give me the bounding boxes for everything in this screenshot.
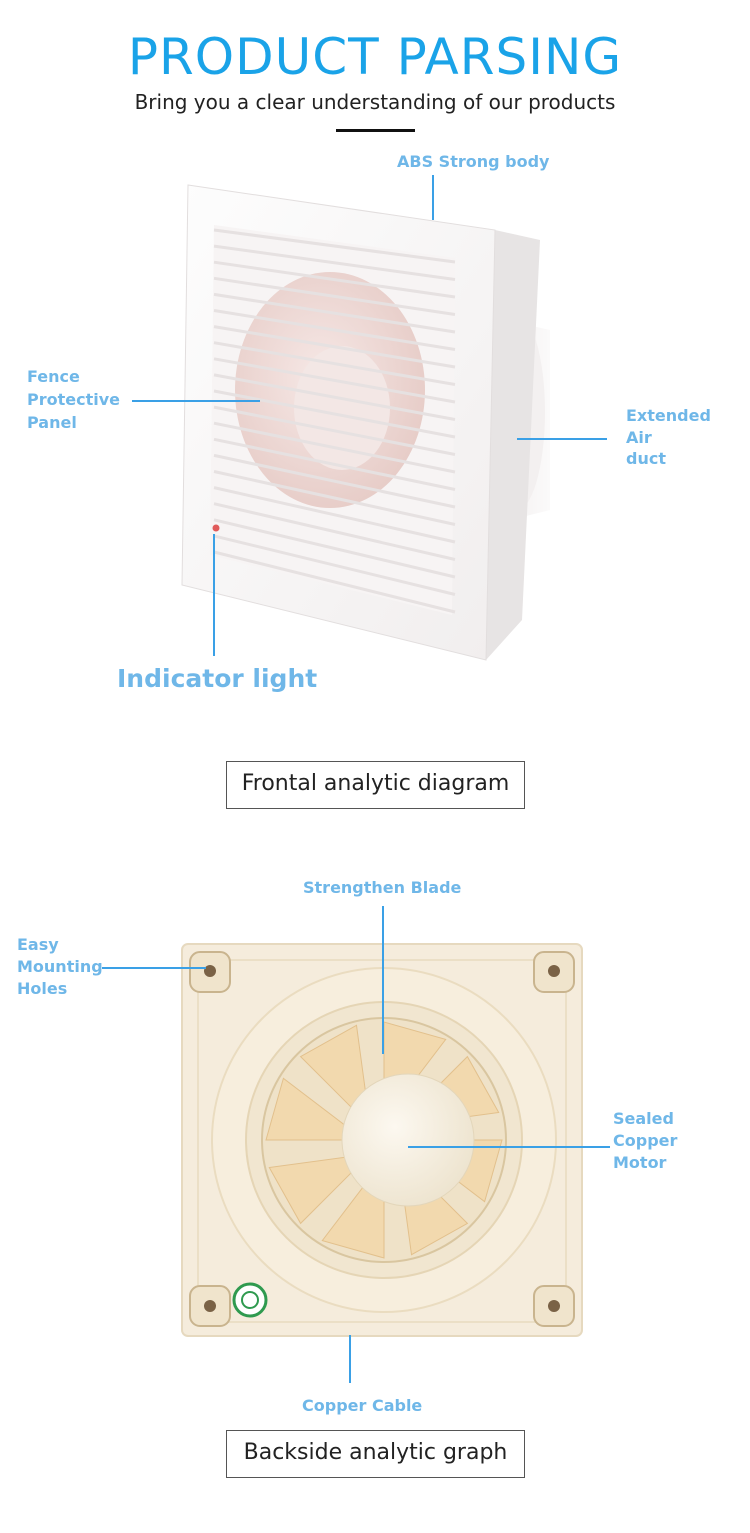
title-divider (336, 129, 415, 132)
leader-duct (517, 438, 607, 440)
leader-holes (102, 967, 206, 969)
label-motor-line2: Copper (613, 1131, 678, 1150)
caption-backside: Backside analytic graph (226, 1430, 525, 1478)
label-duct-line1: Extended (626, 406, 711, 425)
label-abs-body: ABS Strong body (397, 152, 550, 171)
page-subtitle: Bring you a clear understanding of our p… (134, 90, 616, 114)
label-indicator-light: Indicator light (117, 664, 318, 693)
label-fence-line1: Fence (27, 367, 80, 386)
label-copper-cable: Copper Cable (302, 1396, 423, 1415)
caption-frontal: Frontal analytic diagram (226, 761, 525, 809)
label-duct-line3: duct (626, 449, 666, 468)
label-holes-line1: Easy (17, 935, 59, 954)
front-fan-illustration (181, 184, 550, 661)
label-motor-line1: Sealed (613, 1109, 674, 1128)
label-holes-line2: Mounting (17, 957, 103, 976)
leader-motor (408, 1146, 610, 1148)
label-duct-line2: Air (626, 428, 652, 447)
label-motor-line3: Motor (613, 1153, 667, 1172)
leader-indicator (213, 534, 215, 656)
leader-abs-body (432, 175, 434, 220)
label-holes-line3: Holes (17, 979, 68, 998)
leader-cable (349, 1335, 351, 1383)
label-strengthen-blade: Strengthen Blade (303, 878, 462, 897)
leader-fence (132, 400, 260, 402)
leader-blade (382, 906, 384, 1054)
label-fence-line2: Protective (27, 390, 121, 409)
label-fence-line3: Panel (27, 413, 77, 432)
back-fan-illustration (181, 943, 583, 1337)
page-title: PRODUCT PARSING (127, 28, 623, 86)
